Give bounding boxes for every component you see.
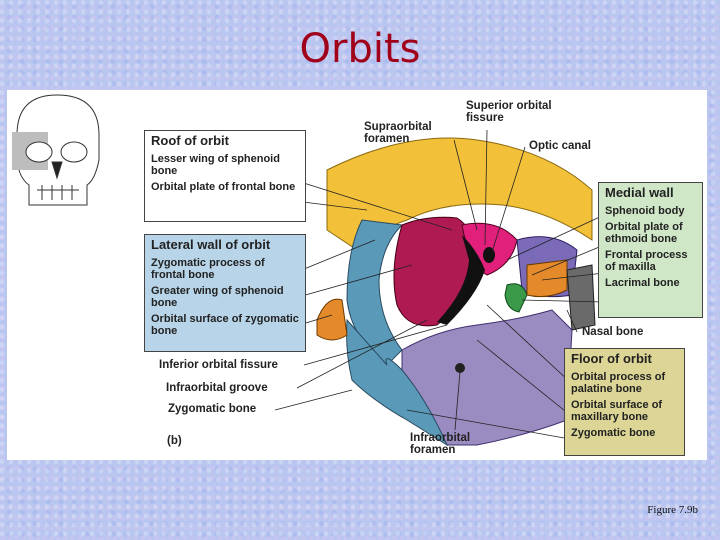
label-superior-orbital-fissure: Superior orbital fissure <box>466 100 552 124</box>
roof-item-orbital-plate: Orbital plate of frontal bone <box>151 181 296 193</box>
label-infraorbital-foramen: Infraorbital foramen <box>410 432 471 456</box>
slide-title: Orbits <box>299 26 421 72</box>
medial-title: Medial wall <box>605 185 674 200</box>
lateral-title: Lateral wall of orbit <box>151 237 271 252</box>
nasal-bone <box>566 264 596 331</box>
zygomatic-bone <box>346 318 449 447</box>
medial-wall-box: Medial wall Sphenoid body Orbital plate … <box>598 182 703 318</box>
floor-item-maxillary: Orbital surface of maxillary bone <box>571 399 663 423</box>
lacrimal-bone <box>504 283 528 313</box>
medial-item-lacrimal: Lacrimal bone <box>605 277 680 289</box>
label-infraorbital-groove: Infraorbital groove <box>166 382 268 394</box>
label-supraorbital-foramen: Supraorbital foramen <box>364 121 432 145</box>
roof-item-lesser-wing: Lesser wing of sphenoid bone <box>151 153 280 177</box>
roof-of-orbit-box: Roof of orbit Lesser wing of sphenoid bo… <box>144 130 306 222</box>
floor-item-zygomatic: Zygomatic bone <box>571 427 656 439</box>
medial-item-sphenoid-body: Sphenoid body <box>605 205 685 217</box>
panel-letter: (b) <box>167 435 182 447</box>
medial-item-ethmoid-plate: Orbital plate of ethmoid bone <box>605 221 683 245</box>
figure-panel: Roof of orbit Lesser wing of sphenoid bo… <box>7 90 707 460</box>
zygomatic-process-tip <box>316 298 348 341</box>
label-inferior-orbital-fissure: Inferior orbital fissure <box>159 359 278 371</box>
skull-thumbnail <box>12 94 100 206</box>
orbital-fissure <box>437 235 485 325</box>
orbit-bones <box>316 137 596 447</box>
medial-item-frontal-process: Frontal process of maxilla <box>605 249 688 273</box>
lateral-wall-box: Lateral wall of orbit Zygomatic process … <box>144 234 306 352</box>
orbit-illustration <box>12 94 605 447</box>
lateral-item-zygomatic-process: Zygomatic process of frontal bone <box>151 257 265 281</box>
label-zygomatic-bone: Zygomatic bone <box>168 403 257 415</box>
floor-item-palatine: Orbital process of palatine bone <box>571 371 666 395</box>
lateral-item-greater-wing: Greater wing of sphenoid bone <box>151 285 284 309</box>
roof-title: Roof of orbit <box>151 133 229 148</box>
frontal-process-maxilla <box>526 259 568 298</box>
floor-title: Floor of orbit <box>571 351 652 366</box>
floor-of-orbit-box: Floor of orbit Orbital process of palati… <box>564 348 685 456</box>
greater-wing-sphenoid <box>393 216 476 327</box>
infraorbital-foramen-mark <box>455 363 465 373</box>
label-nasal-bone: Nasal bone <box>582 326 644 338</box>
figure-caption: Figure 7.9b <box>647 504 698 516</box>
lateral-item-orbital-surface: Orbital surface of zygomatic bone <box>151 313 299 337</box>
label-optic-canal: Optic canal <box>529 140 591 152</box>
